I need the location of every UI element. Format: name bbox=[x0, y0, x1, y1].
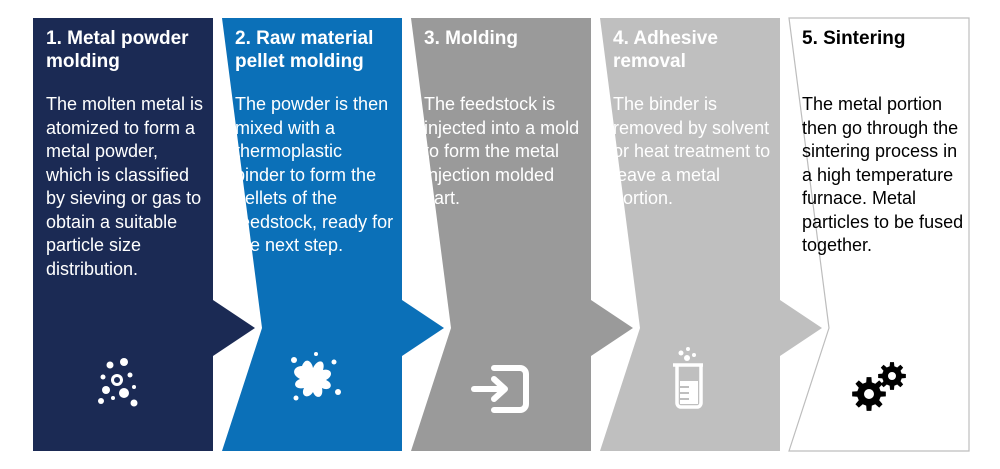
step-2-panel: 2. Raw material pellet molding The powde… bbox=[222, 18, 444, 451]
gears-icon bbox=[852, 362, 906, 411]
step-4-description: The binder is removed by solvent or heat… bbox=[613, 94, 771, 208]
inject-into-mold-icon bbox=[471, 365, 529, 413]
step-3-panel: 3. Molding The feedstock is injected int… bbox=[411, 18, 633, 451]
step-5-description: The metal portion then go through the si… bbox=[802, 94, 964, 255]
step-2-description: The powder is then mixed with a thermopl… bbox=[235, 94, 394, 255]
step-3-title: 3. Molding bbox=[424, 28, 518, 49]
step-2-arrow-shape bbox=[222, 18, 444, 451]
step-5-shape bbox=[788, 17, 970, 452]
step-1-description: The molten metal is atomized to form a m… bbox=[46, 94, 204, 279]
step-4-panel: 4. Adhesive removal The binder is remove… bbox=[600, 18, 822, 451]
step-3-arrow-shape bbox=[411, 18, 633, 451]
step-1-arrow-shape bbox=[33, 18, 255, 451]
beaker-icon bbox=[673, 347, 703, 409]
step-1-panel: 1. Metal powder molding The molten metal… bbox=[33, 18, 255, 451]
step-2-title: 2. Raw material pellet molding bbox=[235, 28, 374, 72]
step-1-title: 1. Metal powder molding bbox=[46, 28, 189, 72]
step-4-arrow-shape bbox=[600, 18, 822, 451]
step-5-title: 5. Sintering bbox=[802, 28, 906, 49]
step-5-panel: 5. Sintering The metal portion then go t… bbox=[788, 17, 970, 452]
powder-particles-icon bbox=[98, 358, 138, 407]
step-3-description: The feedstock is injected into a mold to… bbox=[424, 94, 580, 208]
step-4-title: 4. Adhesive removal bbox=[613, 28, 718, 72]
splash-icon bbox=[291, 352, 341, 401]
